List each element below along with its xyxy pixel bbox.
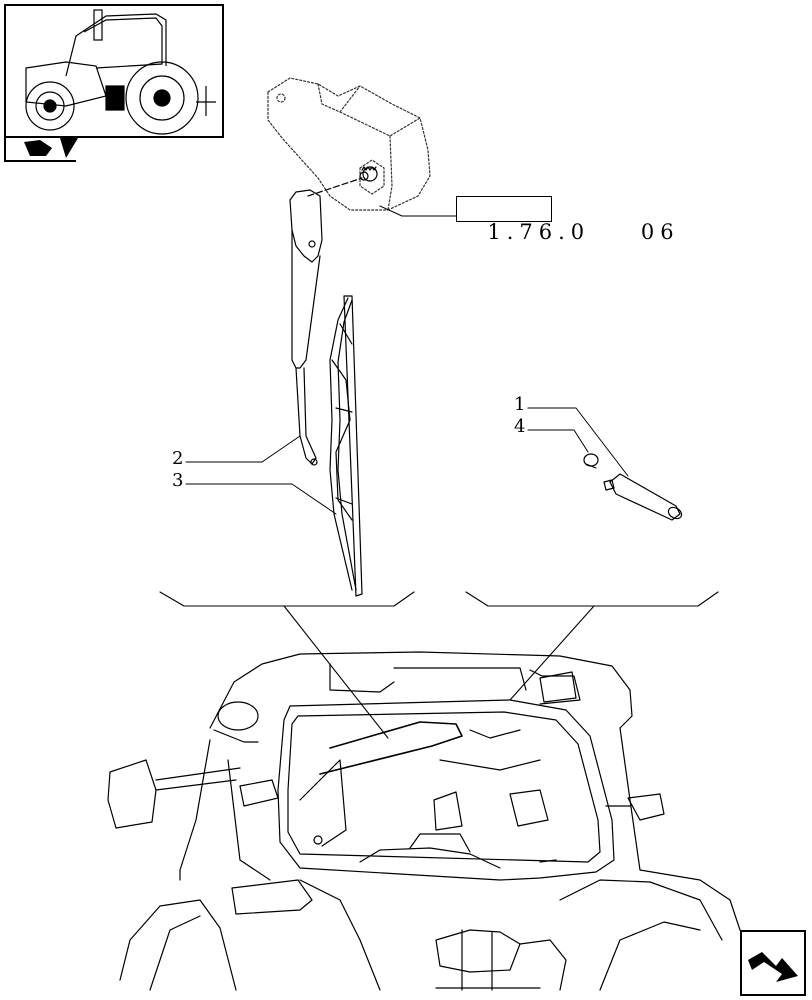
callout-4: 4	[514, 416, 526, 437]
reference-rest: 0 06	[570, 220, 680, 244]
reference-number[interactable]: 1.76.0 06	[462, 196, 680, 244]
callout-leaders	[185, 407, 629, 515]
tractor-icon	[25, 9, 216, 135]
tractor-cab-rear-view	[107, 651, 741, 991]
wiper-motor-phantom	[267, 77, 431, 211]
book-arrow-icon	[24, 138, 78, 158]
callout-2: 2	[172, 448, 184, 469]
next-page-arrow-icon	[748, 952, 798, 982]
tractor-thumbnail	[4, 4, 224, 138]
callout-3: 3	[172, 470, 184, 491]
section-nav-tab[interactable]	[4, 136, 78, 162]
reference-leader	[379, 205, 457, 217]
shaft-axis-line	[307, 177, 363, 197]
wiper-arm	[289, 189, 323, 466]
bracket-leaders	[159, 591, 719, 739]
left-mirror	[107, 759, 157, 829]
wiper-blade	[329, 295, 363, 597]
callout-1: 1	[514, 394, 526, 415]
shaft-spline	[359, 166, 378, 182]
reference-box	[456, 196, 552, 222]
reference-boxed: 1.76.	[487, 220, 571, 244]
washer-nozzle	[583, 453, 683, 521]
next-page-button[interactable]	[740, 930, 806, 996]
right-mirror	[627, 793, 665, 821]
